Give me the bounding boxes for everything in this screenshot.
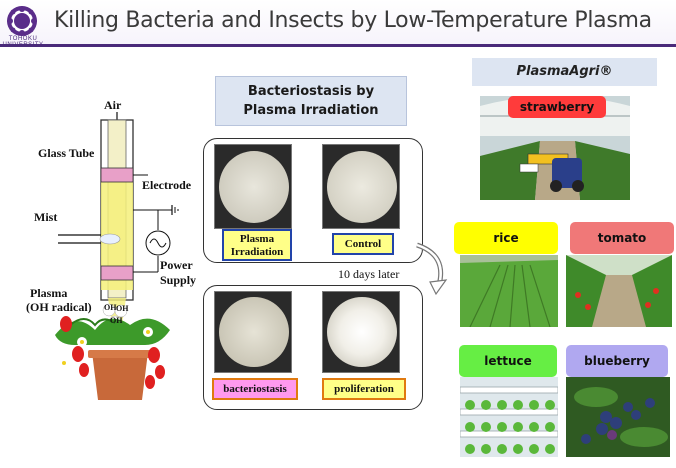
photo-tomato (566, 255, 672, 327)
glass-tube-label: Glass Tube (38, 146, 95, 160)
tag-lettuce: lettuce (459, 345, 557, 377)
university-logo-icon (7, 6, 37, 36)
experiment-title-line1: Bacteriostasis by (247, 84, 375, 99)
caption-plasma-irradiation: Plasma Irradiation (222, 229, 292, 261)
air-label: Air (104, 98, 122, 112)
photo-blueberry (566, 377, 670, 457)
petri-dish-plasma-after (214, 291, 292, 373)
experiment-title-line2: Plasma Irradiation (243, 103, 379, 118)
tag-rice: rice (454, 222, 558, 254)
oh-radical-2: OH (116, 304, 129, 313)
power-supply-label-2: Supply (160, 273, 197, 287)
plasma-label-1: Plasma (30, 286, 68, 300)
tag-strawberry: strawberry (508, 96, 606, 118)
tomato-greenhouse-image (566, 255, 672, 327)
electrode-label: Electrode (142, 178, 192, 192)
plasma-tube-illustration (55, 112, 179, 400)
header-divider (0, 44, 676, 47)
lettuce-rack-image (460, 377, 558, 457)
curved-arrow-icon (416, 242, 448, 296)
petri-dish-plasma-before (214, 144, 292, 229)
caption-control: Control (332, 233, 394, 255)
tag-blueberry: blueberry (566, 345, 668, 377)
blueberry-image (566, 377, 670, 457)
mist-label: Mist (34, 210, 58, 224)
page-title: Killing Bacteria and Insects by Low-Temp… (54, 8, 652, 33)
tag-tomato: tomato (570, 222, 674, 254)
photo-rice (460, 255, 558, 327)
panel-before: Plasma Irradiation Control (203, 138, 423, 263)
power-supply-label-1: Power (160, 258, 193, 272)
photo-lettuce (460, 377, 558, 457)
caption-bacteriostasis: bacteriostasis (212, 378, 298, 400)
petri-dish-control-before (322, 144, 400, 229)
ten-days-later-label: 10 days later (338, 267, 400, 281)
panel-after: bacteriostasis proliferation (203, 285, 423, 410)
experiment-title: Bacteriostasis by Plasma Irradiation (215, 76, 407, 126)
oh-radical-1: OH (104, 303, 117, 312)
oh-radical-3: OH (110, 316, 123, 325)
petri-dish-control-after (322, 291, 400, 373)
plasmaagri-title: PlasmaAgri® (472, 58, 657, 86)
rice-field-image (460, 255, 558, 327)
plasma-label-2: (OH radical) (26, 300, 92, 314)
header: TOHOKU UNIVERSITY Killing Bacteria and I… (0, 0, 676, 48)
caption-proliferation: proliferation (322, 378, 406, 400)
